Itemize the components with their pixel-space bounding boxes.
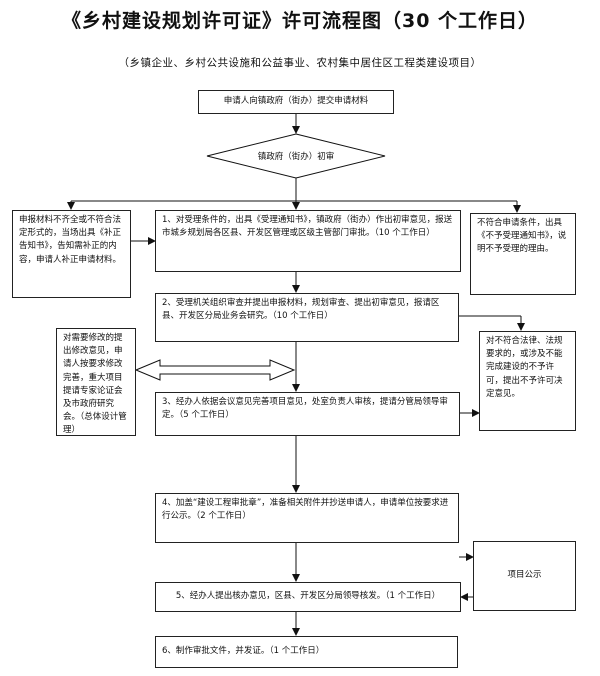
double-arrow-modify	[134, 359, 296, 381]
publicity-node: 项目公示	[473, 541, 576, 611]
step5-node: 5、经办人提出核办意见，区县、开发区分局领导核发。（1 个工作日）	[155, 582, 461, 612]
step6-node: 6、制作审批文件，并发证。（1 个工作日）	[155, 636, 458, 668]
page-title: 《乡村建设规划许可证》许可流程图（30 个工作日）	[61, 10, 539, 32]
left-incomplete-node: 申报材料不齐全或不符合法定形式的，当场出具《补正告知书》，告知需补正的内容，申请…	[12, 210, 131, 298]
step4-node: 4、加盖“建设工程审批章”，准备相关附件并抄送申请人，申请单位按要求进行公示。（…	[155, 493, 459, 543]
page-subtitle: （乡镇企业、乡村公共设施和公益事业、农村集中居住区工程类建设项目）	[118, 57, 482, 69]
right-refuse-node: 对不符合法律、法规要求的，或涉及不能完成建设的不予许可，提出不予许可决定意见。	[479, 331, 576, 431]
left-modify-node: 对需要修改的提出修改意见，申请人按要求修改完善，重大项目提请专家论证会及市政府研…	[56, 328, 136, 436]
preliminary-review-label: 镇政府（街办）初审	[257, 152, 335, 162]
step1-node: 1、对受理条件的，出具《受理通知书》，镇政府（街办）作出初审意见，报送市城乡规划…	[155, 210, 461, 272]
apply-node: 申请人向镇政府（街办）提交申请材料	[198, 90, 394, 114]
right-not-accept-node: 不符合申请条件，出具《不予受理通知书》，说明不予受理的理由。	[470, 213, 576, 295]
step3-node: 3、经办人依据会议意见完善项目意见，处室负责人审核，提请分管局领导审定。（5 个…	[155, 392, 460, 436]
step2-node: 2、受理机关组织审查并提出申报材料，规划审查、提出初审意见，报请区县、开发区分局…	[155, 293, 459, 342]
